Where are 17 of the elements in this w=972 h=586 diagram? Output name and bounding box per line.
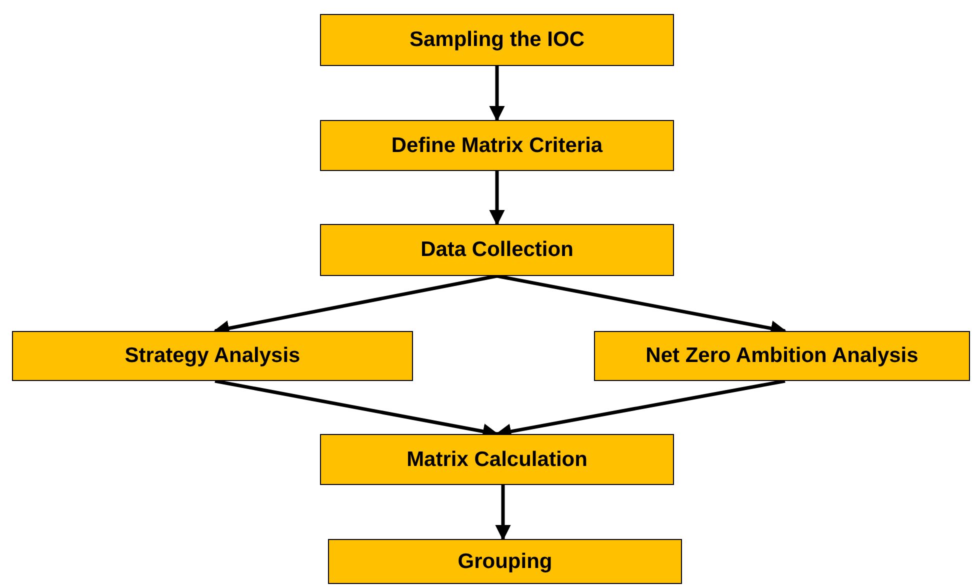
process-box bbox=[328, 539, 682, 584]
step-label: Net Zero Ambition Analysis bbox=[646, 344, 918, 368]
arrow bbox=[489, 66, 505, 122]
process-box bbox=[12, 331, 413, 381]
arrow bbox=[495, 485, 511, 541]
arrow bbox=[489, 171, 505, 226]
step-label: Matrix Calculation bbox=[406, 448, 588, 472]
step-label: Strategy Analysis bbox=[124, 344, 300, 368]
step-label: Sampling the IOC bbox=[409, 28, 584, 52]
process-box bbox=[594, 331, 970, 381]
step-label: Data Collection bbox=[420, 238, 574, 262]
step-label: Define Matrix Criteria bbox=[391, 134, 603, 158]
process-box bbox=[320, 120, 674, 171]
process-box bbox=[320, 14, 674, 66]
step-label: Grouping bbox=[458, 550, 552, 574]
process-box bbox=[320, 224, 674, 276]
process-box bbox=[320, 434, 674, 485]
